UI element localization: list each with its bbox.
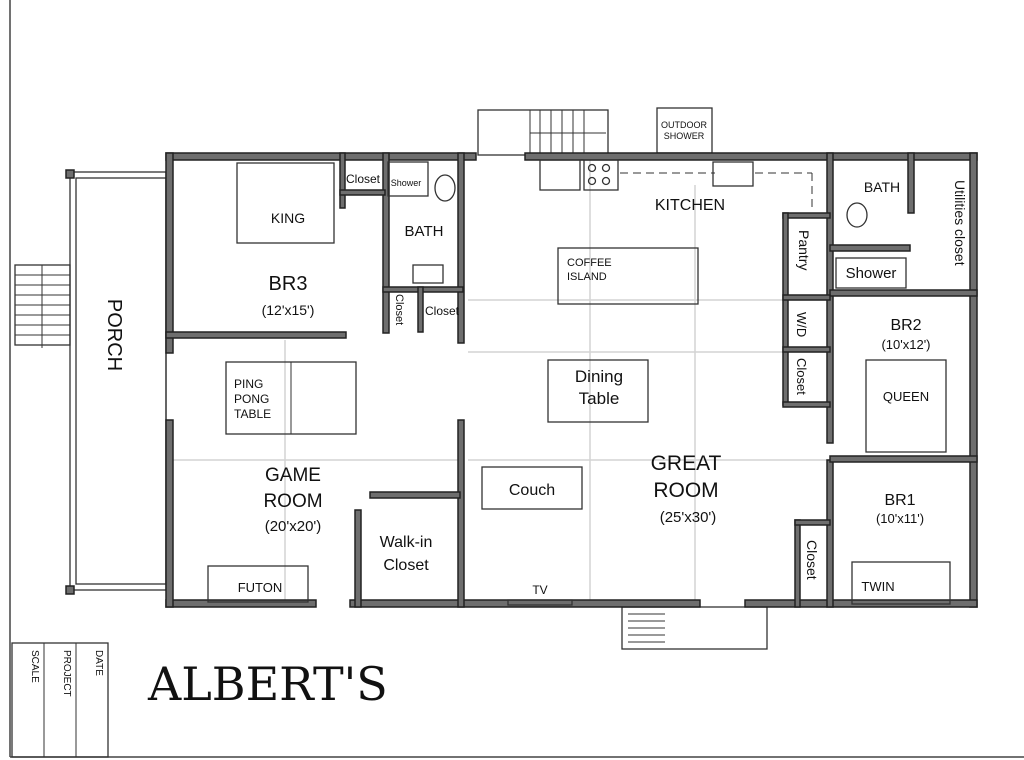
- room-labels: KING BR3 (12'x15') Closet Shower BATH Cl…: [234, 172, 968, 597]
- right-bath-label: BATH: [864, 179, 900, 195]
- queen-label: QUEEN: [883, 389, 929, 404]
- porch: PORCH: [14, 169, 167, 595]
- tv-label: TV: [532, 583, 547, 597]
- wd-closet-label: Closet: [794, 358, 809, 395]
- grid-lines: [172, 160, 830, 600]
- br3-label: BR3: [269, 273, 308, 295]
- wd-label: W/D: [794, 312, 809, 337]
- dining-label-2: Table: [579, 389, 620, 408]
- great-room-size: (25'x30'): [660, 509, 717, 526]
- furniture: [207, 161, 951, 606]
- drawing-title: ALBERT'S: [147, 657, 388, 711]
- br3-closet-label: Closet: [346, 172, 381, 186]
- twin-bed: [851, 561, 951, 605]
- couch: [481, 466, 583, 510]
- coffee-island-label-2: ISLAND: [567, 271, 607, 283]
- closet-b-label: Closet: [425, 304, 460, 318]
- tv: [507, 599, 573, 606]
- left-bath-label: BATH: [405, 223, 444, 240]
- closet-a-label: Closet: [393, 294, 405, 325]
- game-room-size: (20'x20'): [265, 518, 322, 535]
- futon-label: FUTON: [238, 580, 283, 595]
- dining-label-1: Dining: [575, 367, 623, 386]
- ping-pong-label-2: PONG: [234, 392, 269, 406]
- coffee-island-label-1: COFFEE: [567, 257, 612, 269]
- outdoor-shower: OUTDOOR SHOWER: [656, 107, 713, 154]
- br1-label: BR1: [884, 492, 915, 509]
- br2-size: (10'x12'): [881, 337, 930, 352]
- project-label: PROJECT: [61, 650, 72, 697]
- ping-pong-label-1: PING: [234, 377, 263, 391]
- great-room-label-1: GREAT: [651, 452, 722, 475]
- twin-label: TWIN: [861, 579, 894, 594]
- futon: [207, 565, 309, 603]
- rear-stairs: [477, 109, 609, 156]
- svg-text:OUTDOOR: OUTDOOR: [661, 120, 707, 130]
- svg-text:SHOWER: SHOWER: [664, 131, 705, 141]
- great-room-label-2: ROOM: [653, 479, 718, 502]
- exterior-walls: [165, 152, 978, 608]
- ping-pong-label-3: TABLE: [234, 407, 271, 421]
- scale-label: SCALE: [29, 650, 40, 683]
- title-block: SCALE PROJECT DATE: [11, 642, 109, 758]
- king-bed: [236, 162, 335, 244]
- left-shower: [387, 161, 429, 197]
- right-shower-label: Shower: [846, 265, 897, 282]
- br2-label: BR2: [890, 317, 921, 334]
- br1-closet-label: Closet: [804, 540, 820, 580]
- dining-table-shape: [547, 359, 649, 423]
- walk-in-label-1: Walk-in: [380, 534, 433, 551]
- sink: [412, 264, 444, 284]
- walk-in-label-2: Closet: [383, 557, 429, 574]
- utilities-closet-label: Utilities closet: [952, 180, 968, 266]
- kitchen-counter: [539, 159, 813, 210]
- couch-label: Couch: [509, 482, 555, 499]
- game-room-label-2: ROOM: [263, 491, 322, 512]
- queen-bed: [865, 359, 947, 453]
- pantry-label: Pantry: [796, 230, 812, 270]
- date-label: DATE: [93, 650, 104, 676]
- king-label: KING: [271, 210, 305, 226]
- game-room-label-1: GAME: [265, 465, 321, 486]
- kitchen-label: KITCHEN: [655, 197, 725, 214]
- porch-stairs: [14, 264, 71, 348]
- br3-size: (12'x15'): [262, 302, 315, 318]
- interior-walls: [165, 152, 978, 608]
- toilet: [434, 174, 456, 202]
- front-stairs: [621, 606, 768, 650]
- porch-label: PORCH: [103, 299, 125, 371]
- left-shower-label: Shower: [391, 178, 422, 188]
- br1-size: (10'x11'): [876, 511, 924, 526]
- coffee-island: [557, 247, 699, 305]
